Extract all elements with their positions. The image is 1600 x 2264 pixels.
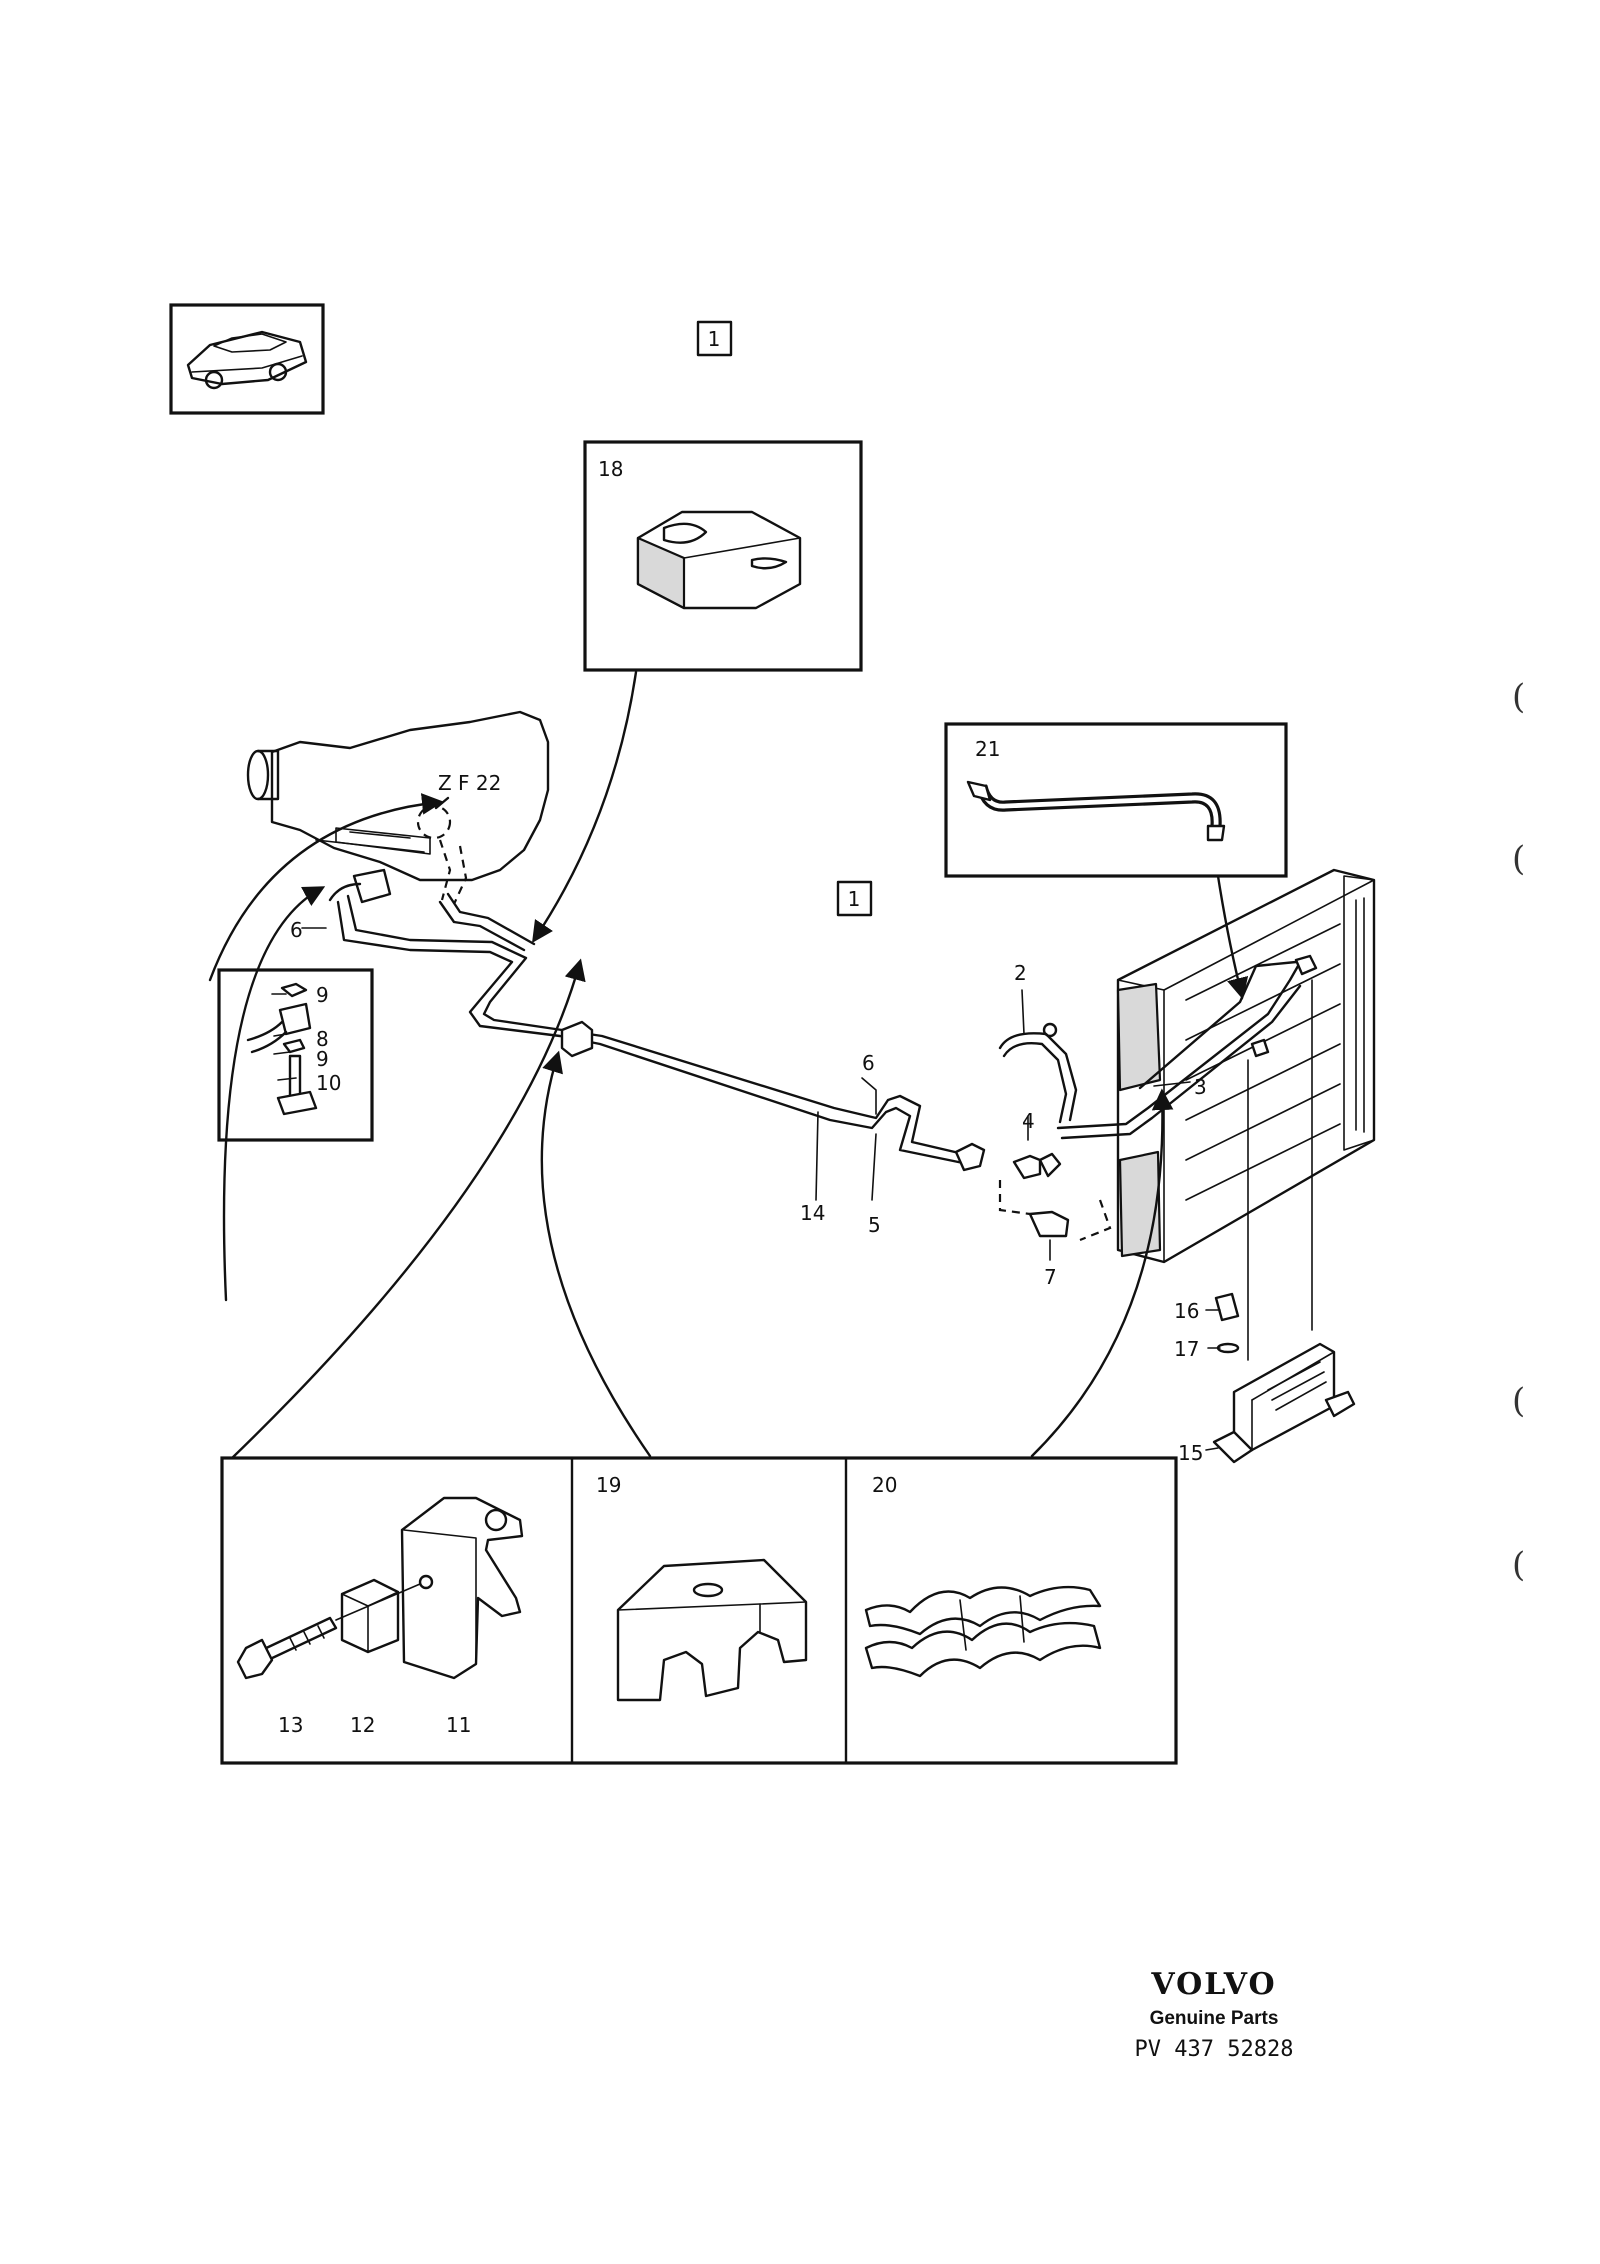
- svg-text:18: 18: [598, 457, 623, 481]
- svg-text:(: (: [1512, 677, 1525, 717]
- footer-branding: VOLVO Genuine Parts PV 437 52828: [1135, 1967, 1294, 2062]
- transmission-zf22: Z F 22: [246, 710, 550, 905]
- pipe-clip-19-on-line: [560, 1020, 594, 1058]
- oil-cooler-mount: [1212, 979, 1356, 1464]
- label-2: 2: [1014, 961, 1027, 985]
- svg-text:1: 1: [708, 327, 721, 351]
- fittings: [954, 954, 1318, 1242]
- label-14: 14: [800, 1201, 825, 1225]
- banjo-on-transmission: [328, 868, 392, 904]
- label-4: 4: [1022, 1109, 1035, 1133]
- brand-logo: VOLVO: [1150, 1967, 1276, 2002]
- svg-text:(: (: [1512, 1545, 1525, 1585]
- svg-text:21: 21: [975, 737, 1000, 761]
- label-12: 12: [350, 1713, 375, 1737]
- margin-marks: ( ( ( (: [1512, 677, 1525, 1585]
- leader-lines: [271, 927, 1221, 1451]
- pipe-clip-18: [636, 510, 802, 610]
- section-ref-mid: 1: [836, 880, 873, 917]
- vehicle-thumbnail: [169, 303, 325, 415]
- banjo-fitting-inset: [217, 968, 374, 1142]
- section-ref-top: 1: [696, 320, 733, 357]
- inset-box-18: 18: [583, 440, 863, 672]
- callout-labels: 6 2 3 4 5 6 7 8 9 9 10 11 12 13 14 15 16…: [278, 918, 1207, 1737]
- label-11: 11: [446, 1713, 471, 1737]
- label-8: 8: [316, 1027, 329, 1051]
- label-15: 15: [1178, 1441, 1203, 1465]
- label-7: 7: [1044, 1265, 1057, 1289]
- label-3: 3: [1194, 1075, 1207, 1099]
- svg-text:(: (: [1512, 1381, 1525, 1421]
- label-5: 5: [868, 1213, 881, 1237]
- bracket-assembly: [236, 1496, 524, 1680]
- hose-21: [966, 780, 1226, 842]
- svg-text:20: 20: [872, 1473, 897, 1497]
- label-9-bottom: 9: [316, 1047, 329, 1071]
- diagram-code: PV 437 52828: [1135, 2037, 1294, 2062]
- svg-text:19: 19: [596, 1473, 621, 1497]
- clamp-19: [616, 1558, 808, 1702]
- label-13: 13: [278, 1713, 303, 1737]
- label-10: 10: [316, 1071, 341, 1095]
- svg-text:1: 1: [848, 887, 861, 911]
- label-6-left: 6: [290, 918, 303, 942]
- label-6-center: 6: [862, 1051, 875, 1075]
- transmission-code-label: Z F 22: [438, 771, 501, 795]
- clip-20: [864, 1585, 1102, 1678]
- label-9-top: 9: [316, 983, 329, 1007]
- svg-text:(: (: [1512, 839, 1525, 879]
- label-16: 16: [1174, 1299, 1199, 1323]
- inset-box-21: 21: [944, 722, 1288, 878]
- brand-tagline: Genuine Parts: [1150, 2008, 1279, 2029]
- label-17: 17: [1174, 1337, 1199, 1361]
- arrows: [208, 670, 1249, 1462]
